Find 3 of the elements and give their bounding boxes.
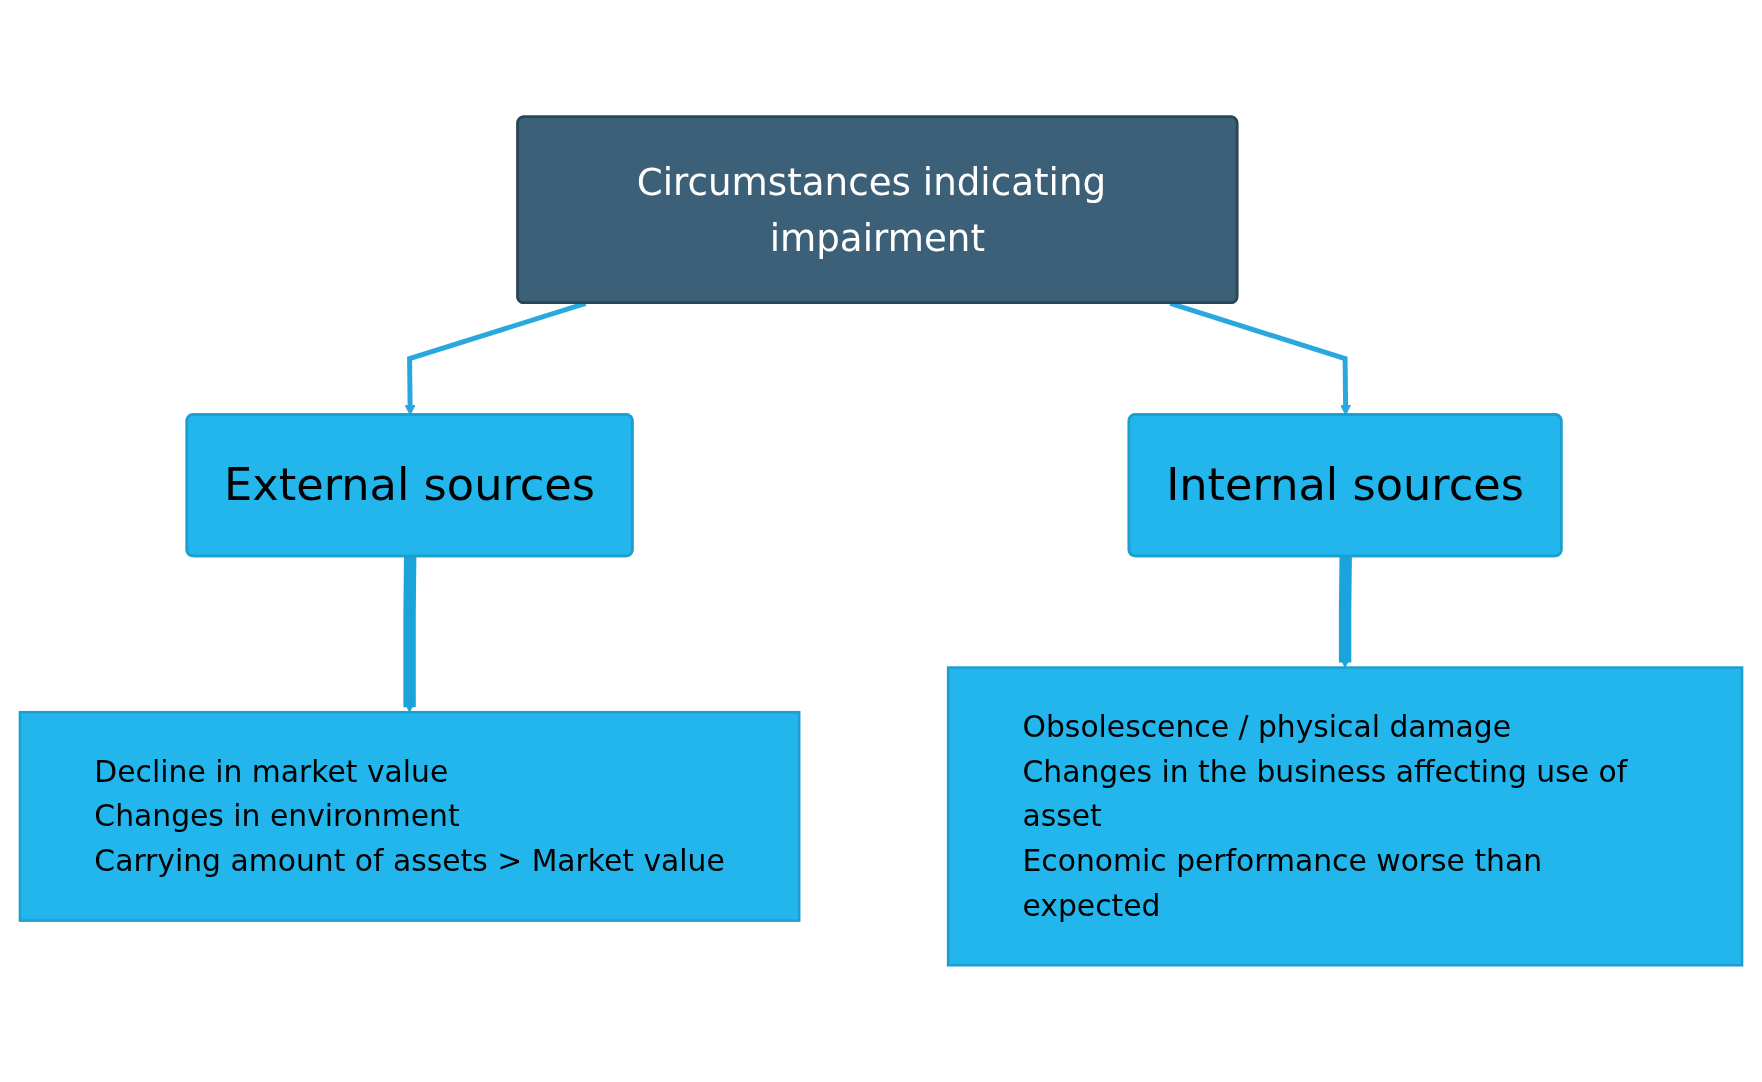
node-box: Decline in market value Changes in environment Carrying amount of assets > Market value [18,710,801,922]
arrow [403,556,417,713]
node-box: Obsolescence / physical damage Changes in the business affecting use of asset Economic performance worse than expected [946,666,1744,967]
